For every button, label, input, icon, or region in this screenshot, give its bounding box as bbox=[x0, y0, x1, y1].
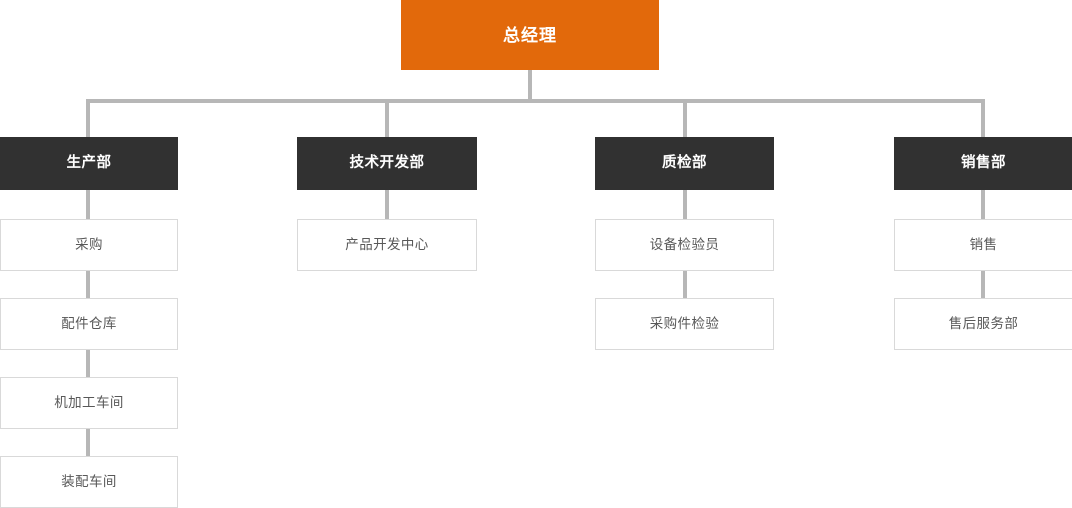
org-node-department-0-label: 生产部 bbox=[66, 155, 112, 172]
connector-dept2-to-child0 bbox=[683, 190, 687, 219]
connector-dept0-to-child0 bbox=[86, 190, 90, 219]
org-node-leaf-3-0[interactable]: 销售 bbox=[894, 219, 1072, 271]
org-node-leaf-0-3[interactable]: 装配车间 bbox=[0, 456, 178, 508]
org-node-root[interactable]: 总经理 bbox=[401, 0, 659, 70]
connector-child2-to-child3-col0 bbox=[86, 429, 90, 456]
org-node-department-3[interactable]: 销售部 bbox=[894, 137, 1072, 190]
org-node-root-label: 总经理 bbox=[503, 25, 557, 45]
org-node-department-1-label: 技术开发部 bbox=[349, 155, 425, 172]
connector-bus-to-dept-1 bbox=[385, 99, 389, 137]
connector-bus-to-dept-3 bbox=[981, 99, 985, 137]
org-node-leaf-3-0-label: 销售 bbox=[969, 237, 998, 253]
org-node-leaf-0-1-label: 配件仓库 bbox=[61, 316, 117, 332]
org-node-leaf-0-2-label: 机加工车间 bbox=[54, 395, 124, 411]
org-node-department-0[interactable]: 生产部 bbox=[0, 137, 178, 190]
org-node-leaf-1-0-label: 产品开发中心 bbox=[345, 237, 429, 253]
org-node-leaf-3-1-label: 售后服务部 bbox=[948, 316, 1019, 332]
org-node-leaf-2-1[interactable]: 采购件检验 bbox=[595, 298, 774, 350]
connector-bus-to-dept-2 bbox=[683, 99, 687, 137]
connector-dept1-to-child0 bbox=[385, 190, 389, 219]
connector-bus-to-dept-0 bbox=[86, 99, 90, 137]
org-node-leaf-0-0-label: 采购 bbox=[75, 237, 103, 253]
org-node-department-1[interactable]: 技术开发部 bbox=[297, 137, 477, 190]
org-node-leaf-2-0-label: 设备检验员 bbox=[649, 237, 720, 253]
connector-dept3-to-child0 bbox=[981, 190, 985, 219]
org-node-department-2-label: 质检部 bbox=[662, 155, 707, 172]
org-node-leaf-0-0[interactable]: 采购 bbox=[0, 219, 178, 271]
org-node-department-3-label: 销售部 bbox=[961, 155, 1006, 172]
org-node-leaf-2-0[interactable]: 设备检验员 bbox=[595, 219, 774, 271]
connector-horizontal-bus bbox=[86, 99, 984, 103]
org-node-leaf-2-1-label: 采购件检验 bbox=[649, 316, 720, 332]
org-node-leaf-3-1[interactable]: 售后服务部 bbox=[894, 298, 1072, 350]
org-node-leaf-1-0[interactable]: 产品开发中心 bbox=[297, 219, 477, 271]
connector-child1-to-child2-col0 bbox=[86, 350, 90, 377]
connector-child0-to-child1-col3 bbox=[981, 271, 985, 298]
connector-child0-to-child1-col2 bbox=[683, 271, 687, 298]
org-node-leaf-0-2[interactable]: 机加工车间 bbox=[0, 377, 178, 429]
connector-child0-to-child1-col0 bbox=[86, 271, 90, 298]
connector-root-stem bbox=[528, 70, 532, 101]
org-node-leaf-0-3-label: 装配车间 bbox=[61, 474, 117, 490]
org-node-leaf-0-1[interactable]: 配件仓库 bbox=[0, 298, 178, 350]
org-node-department-2[interactable]: 质检部 bbox=[595, 137, 774, 190]
